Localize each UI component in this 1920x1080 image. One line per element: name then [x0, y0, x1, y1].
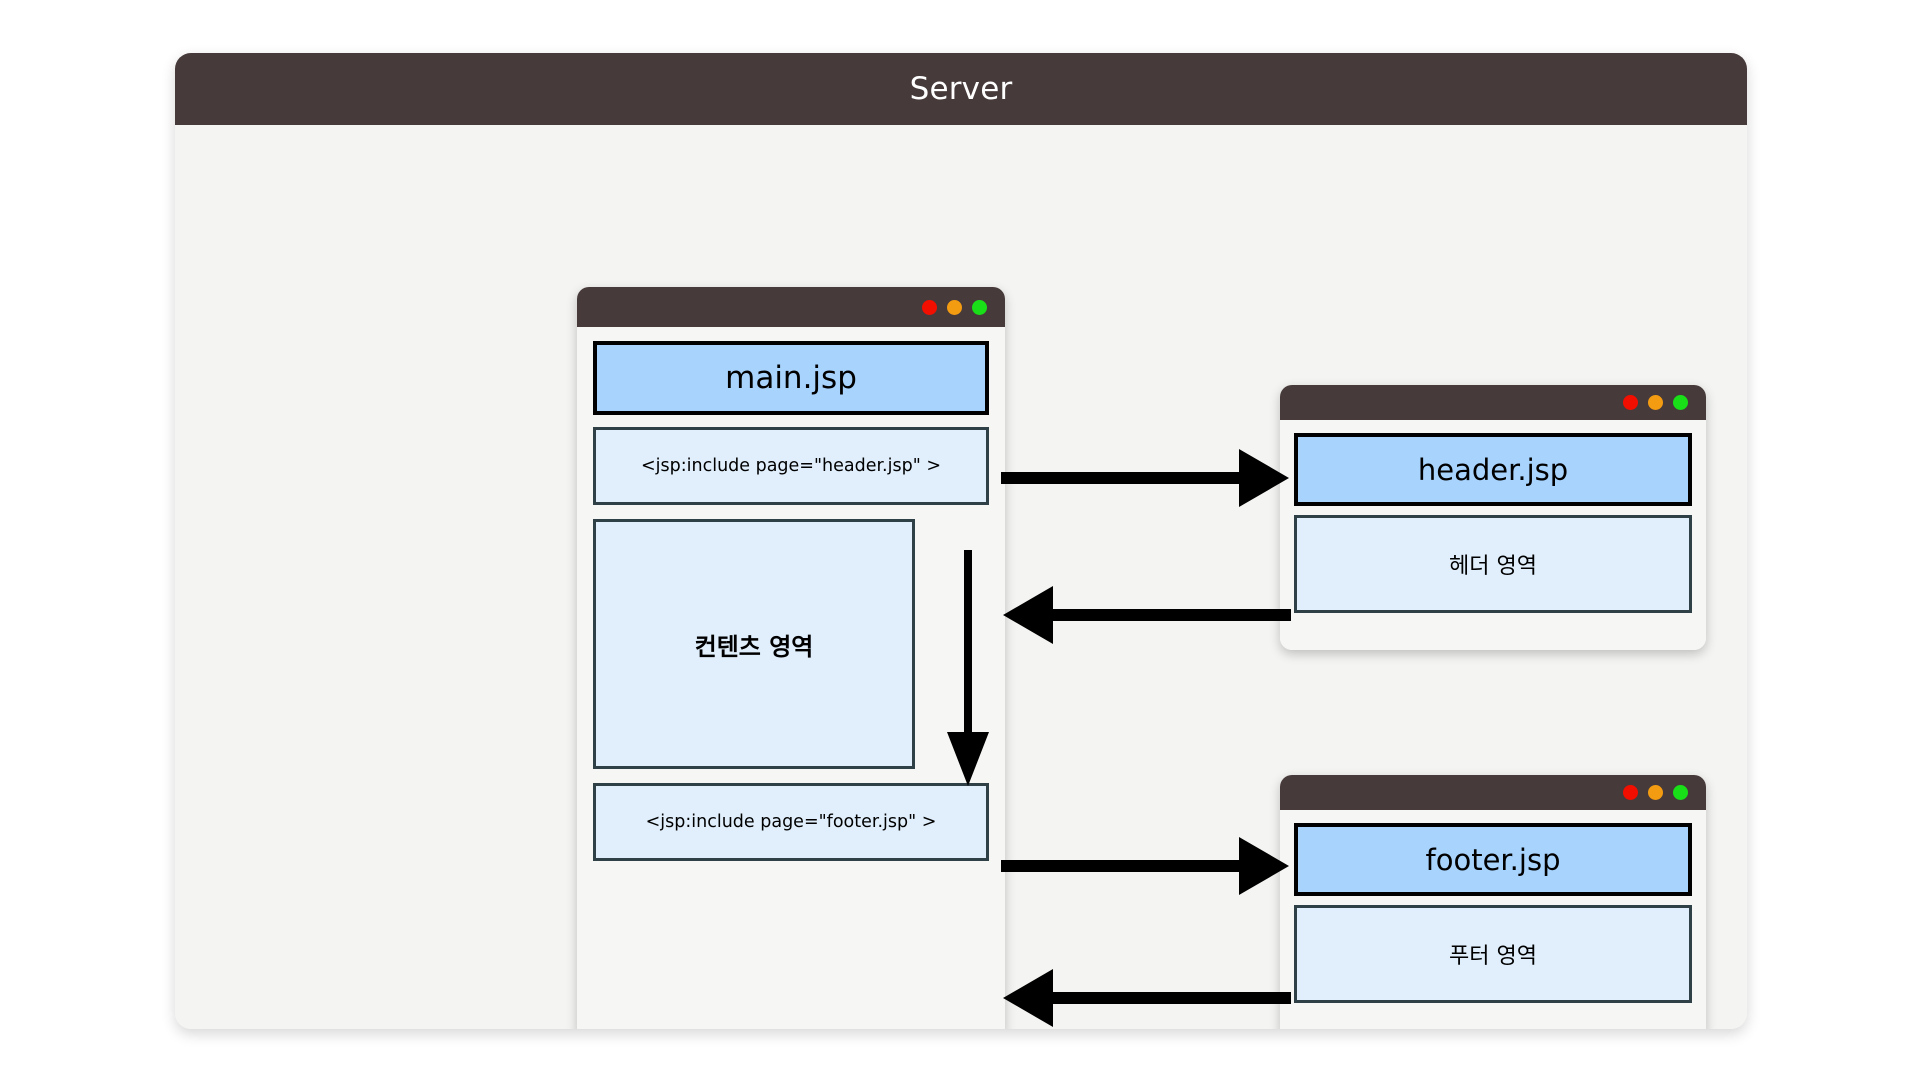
close-dot-icon[interactable] [1623, 785, 1638, 800]
header-area-box: 헤더 영역 [1294, 515, 1692, 613]
server-title: Server [909, 71, 1013, 107]
arrow-main-to-footer-icon [1001, 837, 1289, 895]
maximize-dot-icon[interactable] [1673, 785, 1688, 800]
server-body: main.jsp <jsp:include page="header.jsp" … [175, 125, 1747, 1029]
jsp-include-header-box: <jsp:include page="header.jsp" > [593, 427, 989, 505]
window-controls-header [1623, 395, 1706, 410]
server-titlebar: Server [175, 53, 1747, 125]
close-dot-icon[interactable] [922, 299, 937, 315]
window-controls-main [922, 299, 1005, 315]
window-footer-jsp[interactable]: footer.jsp 푸터 영역 [1280, 775, 1706, 1029]
window-header-body: header.jsp 헤더 영역 [1280, 420, 1706, 650]
minimize-dot-icon[interactable] [947, 299, 962, 315]
maximize-dot-icon[interactable] [972, 299, 987, 315]
minimize-dot-icon[interactable] [1648, 395, 1663, 410]
window-controls-footer [1623, 785, 1706, 800]
window-main-jsp[interactable]: main.jsp <jsp:include page="header.jsp" … [577, 287, 1005, 1029]
footer-jsp-title-box: footer.jsp [1294, 823, 1692, 896]
close-dot-icon[interactable] [1623, 395, 1638, 410]
window-footer-titlebar [1280, 775, 1706, 810]
jsp-include-footer-box: <jsp:include page="footer.jsp" > [593, 783, 989, 861]
arrow-footer-to-main-icon [1003, 969, 1291, 1027]
minimize-dot-icon[interactable] [1648, 785, 1663, 800]
server-window: Server main.jsp <jsp:include page="heade… [175, 53, 1747, 1029]
contents-area-box: 컨텐츠 영역 [593, 519, 915, 769]
arrow-header-to-main-icon [1003, 586, 1291, 644]
window-header-jsp[interactable]: header.jsp 헤더 영역 [1280, 385, 1706, 650]
maximize-dot-icon[interactable] [1673, 395, 1688, 410]
arrow-main-to-header-icon [1001, 449, 1289, 507]
window-main-titlebar [577, 287, 1005, 327]
window-footer-body: footer.jsp 푸터 영역 [1280, 810, 1706, 1029]
main-jsp-title-box: main.jsp [593, 341, 989, 415]
footer-area-box: 푸터 영역 [1294, 905, 1692, 1003]
window-main-body: main.jsp <jsp:include page="header.jsp" … [577, 327, 1005, 1029]
header-jsp-title-box: header.jsp [1294, 433, 1692, 506]
window-header-titlebar [1280, 385, 1706, 420]
